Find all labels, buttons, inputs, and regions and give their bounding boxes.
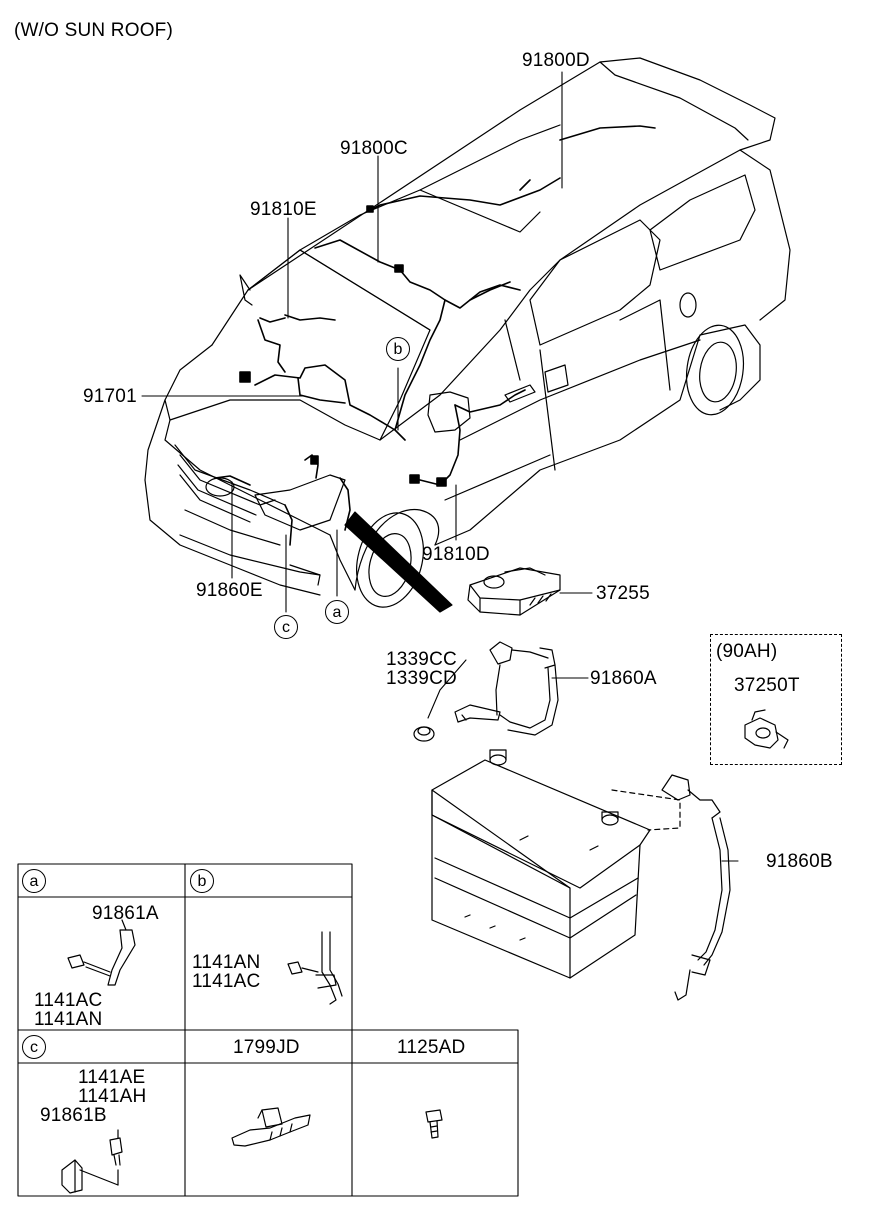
clip-drawing xyxy=(231,1107,311,1147)
detail-c-bolt2: 1141AH xyxy=(78,1086,147,1107)
detail-a-bolt1: 1141AC xyxy=(34,990,103,1011)
detail-c-bolt1: 1141AE xyxy=(78,1067,146,1088)
callout-1339CD: 1339CD xyxy=(386,668,457,689)
detail-c-tag: c xyxy=(22,1035,46,1059)
detail-bolt-header: 1125AD xyxy=(397,1037,466,1058)
callout-91810D: 91810D xyxy=(422,544,490,565)
ref-a-marker: a xyxy=(325,600,349,624)
callout-91800D: 91800D xyxy=(522,50,590,71)
battery-cable-b xyxy=(661,774,731,1001)
detail-b-bolt2: 1141AC xyxy=(192,971,261,992)
bolt-drawing xyxy=(425,1109,443,1139)
callout-91701: 91701 xyxy=(83,386,137,407)
detail-b-tag: b xyxy=(190,869,214,893)
callout-1339CC: 1339CC xyxy=(386,649,457,670)
ref-b-marker: b xyxy=(386,337,410,361)
detail-c-drawing xyxy=(61,1129,123,1194)
detail-clip-header: 1799JD xyxy=(233,1037,300,1058)
battery-cable-a xyxy=(413,641,559,742)
detail-a-tag: a xyxy=(22,869,46,893)
callout-37255: 37255 xyxy=(596,583,650,604)
variant-heading: (W/O SUN ROOF) xyxy=(14,20,174,41)
fuse-box-cover xyxy=(467,567,561,616)
battery xyxy=(431,749,681,979)
detail-b-drawing xyxy=(287,931,343,1005)
detail-table-grid xyxy=(17,863,519,1197)
leader-lines xyxy=(141,71,739,862)
detail-a-bolt2: 1141AN xyxy=(34,1009,103,1030)
van-illustration xyxy=(144,57,791,608)
wiring-harness xyxy=(214,125,656,546)
callout-91860E: 91860E xyxy=(196,580,263,601)
ref-c-marker: c xyxy=(274,615,298,639)
detail-a-drawing xyxy=(67,919,136,986)
option-90ah-label: (90AH) xyxy=(716,641,778,662)
detail-a-part: 91861A xyxy=(92,903,159,924)
terminal-37250t xyxy=(744,709,789,749)
detail-b-bolt1: 1141AN xyxy=(192,952,261,973)
detail-c-part: 91861B xyxy=(40,1105,107,1126)
callout-91810E: 91810E xyxy=(250,199,317,220)
callout-91860A: 91860A xyxy=(590,668,657,689)
callout-91800C: 91800C xyxy=(340,138,408,159)
callout-wedge xyxy=(344,511,453,613)
callout-37250T: 37250T xyxy=(734,675,800,696)
option-90ah-box xyxy=(710,634,842,765)
callout-91860B: 91860B xyxy=(766,851,833,872)
